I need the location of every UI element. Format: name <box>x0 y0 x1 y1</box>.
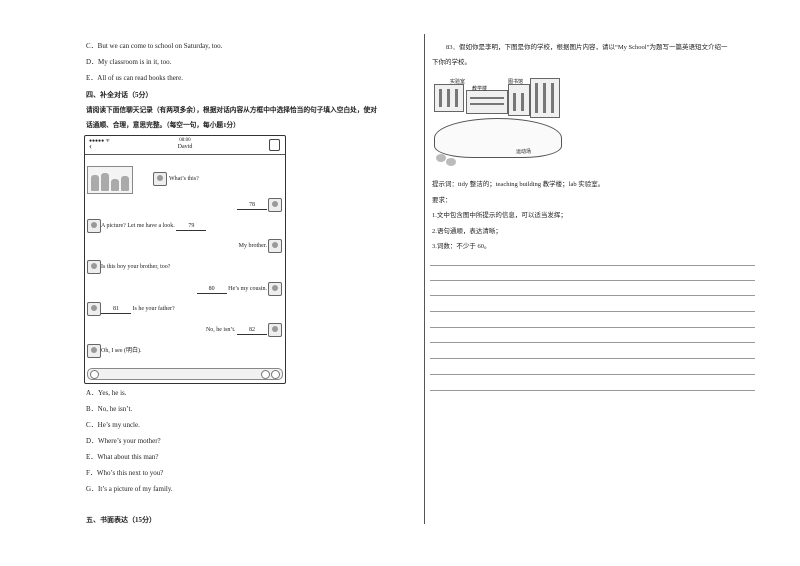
section5-title: 五、书面表达（15分） <box>86 516 156 524</box>
family-figure <box>91 175 99 191</box>
avatar-left <box>87 219 101 233</box>
chat-message: My brother. <box>238 243 267 249</box>
writing-line[interactable] <box>430 327 755 328</box>
chat-input-bar[interactable] <box>87 368 283 380</box>
voice-icon[interactable] <box>90 370 99 379</box>
chat-message: 78 <box>237 201 267 210</box>
q83-prompt-line1: 83．假如你是李明，下图是你的学校，根据图片内容，请以“My School”为题… <box>446 44 728 51</box>
library-label: 图书馆 <box>508 80 524 85</box>
writing-line[interactable] <box>430 280 755 281</box>
writing-line[interactable] <box>430 311 755 312</box>
requirement-1: 1.文中包含图中所提示的信息，可以适当发挥； <box>432 212 567 219</box>
chat-message: What’s this? <box>169 176 199 182</box>
family-figure <box>121 176 129 191</box>
requirement-3: 3.词数：不少于 60。 <box>432 243 491 250</box>
avatar-right <box>268 198 282 212</box>
section4-instructions-line1: 请阅读下面信聊天记录（有两项多余），根据对话内容从方框中中选择恰当的句子填入空白… <box>86 107 377 114</box>
chat-message: A picture? Let me have a look. 79 <box>101 222 207 231</box>
sports-field <box>434 118 562 158</box>
requirements-title: 要求： <box>432 197 452 204</box>
chat-screenshot: ●●●●● ᯤ 08:00 David ‹ What’s this? 78 A … <box>84 135 286 384</box>
chat-message: 81 Is he your father? <box>101 305 175 314</box>
writing-line[interactable] <box>430 295 755 296</box>
avatar-right <box>268 239 282 253</box>
family-photo <box>87 166 133 194</box>
choice-b: B．No, he isn’t. <box>86 405 133 413</box>
chat-message: Oh, I see (明白). <box>101 348 142 354</box>
lab-building <box>434 84 464 112</box>
back-arrow-icon: ‹ <box>89 141 92 151</box>
chat-message: Is this boy your brother, too? <box>101 264 171 270</box>
choice-f: F．Who’s this next to you? <box>86 469 164 477</box>
avatar-left <box>153 172 167 186</box>
tall-building <box>530 78 560 118</box>
avatar-left <box>87 344 101 358</box>
avatar-right <box>268 323 282 337</box>
answer-blank-80[interactable]: 80 <box>196 285 227 294</box>
chat-message: 80 He’s my cousin. <box>196 285 267 294</box>
writing-line[interactable] <box>430 342 755 343</box>
answer-blank-81[interactable]: 81 <box>101 305 131 314</box>
option-e: E．All of us can read books there. <box>86 74 183 82</box>
choice-c: C．He’s my uncle. <box>86 421 140 429</box>
option-c: C．But we can come to school on Saturday,… <box>86 42 223 50</box>
answer-blank-82[interactable]: 82 <box>237 326 267 335</box>
chat-time: 08:00 <box>179 138 191 143</box>
option-d: D．My classroom is in it, too. <box>86 58 172 66</box>
chat-message: No, he isn’t. 82 <box>206 326 267 335</box>
teaching-building-label: 教学楼 <box>472 87 488 92</box>
avatar-right <box>268 282 282 296</box>
hint-words: 提示词：tidy 整洁的；teaching building 教学楼；lab 实… <box>432 181 605 188</box>
emoji-icon[interactable] <box>261 370 270 379</box>
tree <box>446 158 456 166</box>
chat-contact-name: David <box>177 144 193 150</box>
profile-icon <box>269 139 280 151</box>
message-text: He’s my cousin. <box>228 286 267 292</box>
column-divider <box>424 34 425 524</box>
tree <box>436 154 446 162</box>
answer-blank-79[interactable]: 79 <box>176 222 207 231</box>
avatar-left <box>87 302 101 316</box>
writing-line[interactable] <box>430 358 755 359</box>
answer-blank-78[interactable]: 78 <box>237 201 267 210</box>
choice-g: G．It’s a picture of my family. <box>86 485 173 493</box>
signal-indicator: ●●●●● ᯤ <box>89 139 110 144</box>
choice-a: A．Yes, he is. <box>86 389 127 397</box>
choice-e: E．What about this man? <box>86 453 159 461</box>
message-text: A picture? Let me have a look. <box>101 223 175 229</box>
lab-label: 实验室 <box>450 80 466 85</box>
writing-line[interactable] <box>430 390 755 391</box>
avatar-left <box>87 260 101 274</box>
family-figure <box>111 179 119 191</box>
writing-line[interactable] <box>430 265 755 266</box>
message-text: No, he isn’t. <box>205 327 236 333</box>
teaching-building <box>466 90 508 114</box>
school-illustration: 实验室 教学楼 图书馆 运动场 <box>432 74 562 170</box>
q83-prompt-line2: 下你的学校。 <box>432 59 471 66</box>
field-label: 运动场 <box>516 150 532 155</box>
chat-header: ●●●●● ᯤ 08:00 David ‹ <box>85 136 285 155</box>
section4-title: 四、补全对话（5分） <box>86 91 153 99</box>
choice-d: D．Where’s your mother? <box>86 437 161 445</box>
section4-instructions-line2: 话通顺、合理，意思完整。（每空一句，每小题1分） <box>86 122 240 129</box>
message-text: Is he your father? <box>132 306 175 312</box>
add-icon[interactable] <box>271 370 280 379</box>
library-building <box>508 84 530 116</box>
writing-line[interactable] <box>430 374 755 375</box>
requirement-2: 2.语句通顺，表达清晰； <box>432 228 502 235</box>
family-figure <box>101 173 109 191</box>
